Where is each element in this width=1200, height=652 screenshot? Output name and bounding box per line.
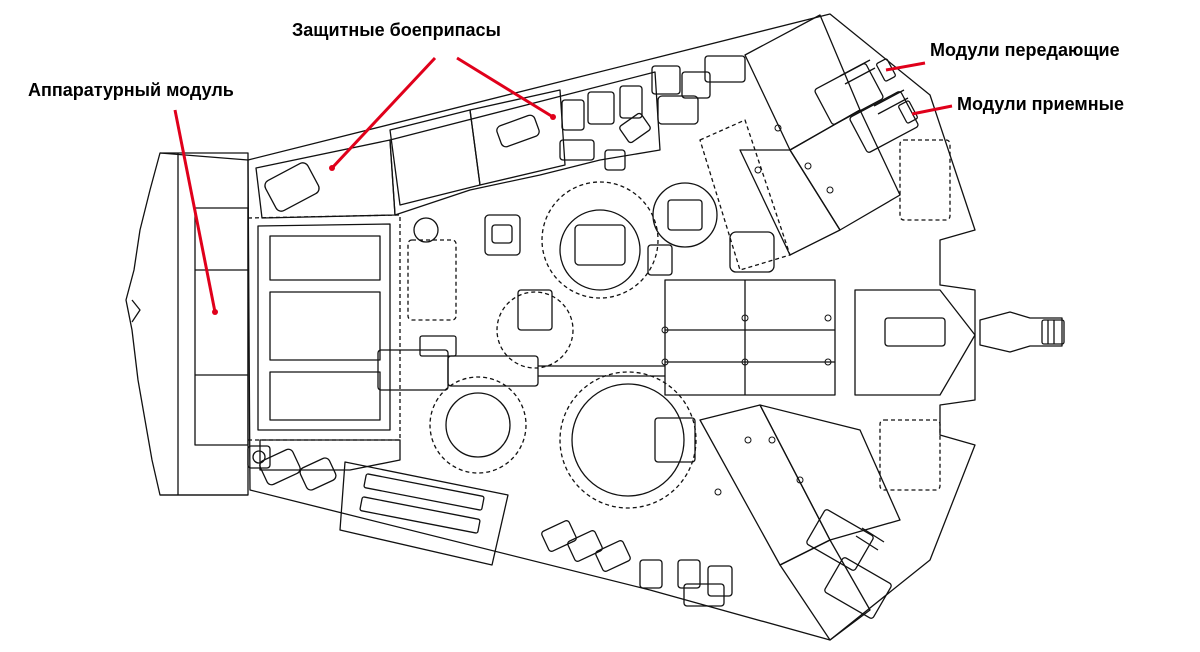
radar-modules-upper	[699, 14, 951, 271]
label-receiving-modules: Модули приемные	[957, 94, 1124, 114]
label-hardware-module: Аппаратурный модуль	[28, 80, 234, 100]
leader-receiving	[911, 104, 953, 116]
main-gun-breech	[377, 335, 665, 391]
lower-hatches	[429, 371, 697, 509]
label-protective-munitions: Защитные боеприпасы	[292, 20, 501, 40]
leader-ammo-left	[330, 56, 437, 170]
leader-lines	[173, 56, 953, 313]
rivets	[661, 124, 834, 496]
central-structures	[407, 181, 1065, 396]
turret-hull	[247, 13, 976, 641]
label-transmitting-modules: Модули передающие	[930, 40, 1120, 60]
leader-transmitting	[885, 61, 926, 72]
radar-modules-lower	[699, 404, 941, 641]
leader-ammo-right	[456, 56, 554, 119]
ammo-block-upper	[264, 89, 566, 212]
hardware-module	[125, 152, 249, 496]
ammo-block-lower	[247, 445, 733, 607]
leader-endpoints	[212, 114, 556, 315]
ammo-cluster-top	[559, 55, 746, 171]
leader-hardware-module	[173, 109, 217, 313]
